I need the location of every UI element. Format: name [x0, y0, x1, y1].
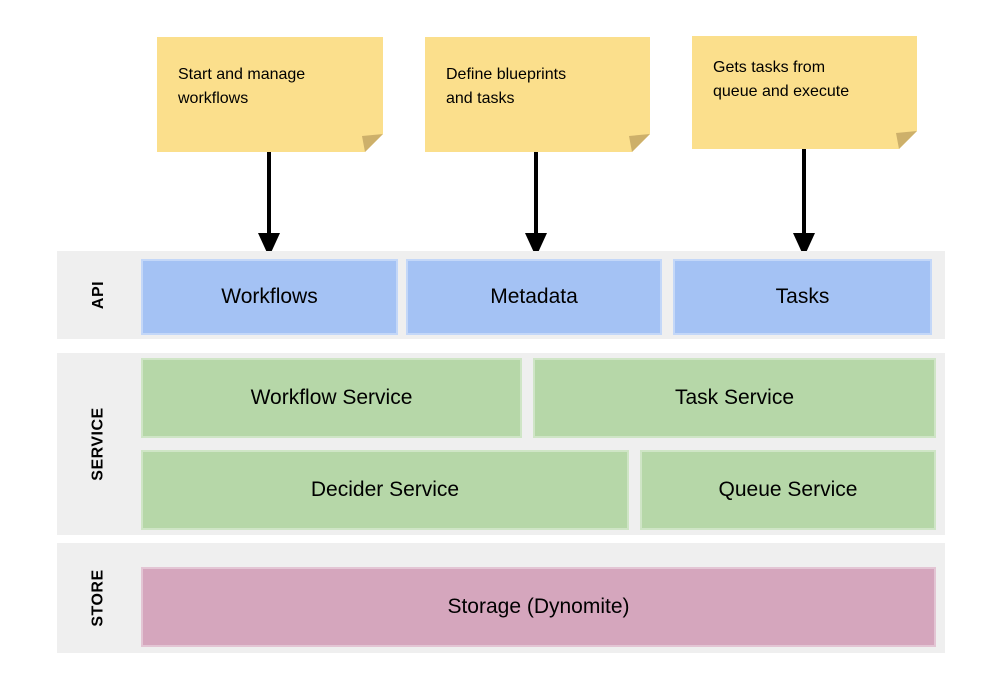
box-label: Task Service	[674, 386, 795, 409]
box-label: Workflows	[221, 285, 318, 308]
service-box-queue-service: Queue Service	[640, 450, 936, 530]
service-box-decider-service: Decider Service	[141, 450, 629, 530]
store-layer-band: STORE Storage (Dynomite)	[57, 543, 945, 653]
arrow-shaft	[802, 149, 806, 233]
sticky-note-start-workflows: Start and manage workflows	[157, 37, 383, 152]
sticky-note-shape	[157, 37, 383, 152]
box-label: Queue Service	[718, 478, 858, 501]
service-box-task-service: Task Service	[533, 358, 936, 438]
arrow-to-tasks	[793, 149, 815, 257]
store-box-storage-dynomite: Storage (Dynomite)	[141, 567, 936, 647]
service-layer-label: SERVICE	[89, 407, 107, 481]
box-label: Tasks	[775, 285, 830, 308]
sticky-note-gets-tasks: Gets tasks from queue and execute	[692, 36, 917, 149]
sticky-note-text: Gets tasks from queue and execute	[713, 59, 850, 100]
box-label: Metadata	[490, 285, 578, 308]
arrow-to-workflows	[258, 152, 280, 257]
api-box-tasks: Tasks	[673, 259, 932, 335]
box-label: Storage (Dynomite)	[447, 595, 630, 618]
box-label: Decider Service	[310, 478, 460, 501]
sticky-note-shape	[425, 37, 650, 152]
api-layer-band: API Workflows Metadata Tasks	[57, 251, 945, 339]
store-layer-label: STORE	[89, 569, 107, 627]
arrow-to-metadata	[525, 152, 547, 257]
arrow-shaft	[267, 152, 271, 233]
sticky-note-text: Start and manage workflows	[178, 66, 306, 107]
api-layer-label: API	[89, 280, 107, 310]
box-label: Workflow Service	[250, 386, 413, 409]
sticky-note-define-blueprints: Define blueprints and tasks	[425, 37, 650, 152]
api-box-workflows: Workflows	[141, 259, 398, 335]
arrow-shaft	[534, 152, 538, 233]
sticky-note-shape	[692, 36, 917, 149]
sticky-note-text: Define blueprints and tasks	[446, 66, 567, 107]
api-box-metadata: Metadata	[406, 259, 662, 335]
service-layer-band: SERVICE Workflow Service Task Service De…	[57, 353, 945, 535]
service-box-workflow-service: Workflow Service	[141, 358, 522, 438]
